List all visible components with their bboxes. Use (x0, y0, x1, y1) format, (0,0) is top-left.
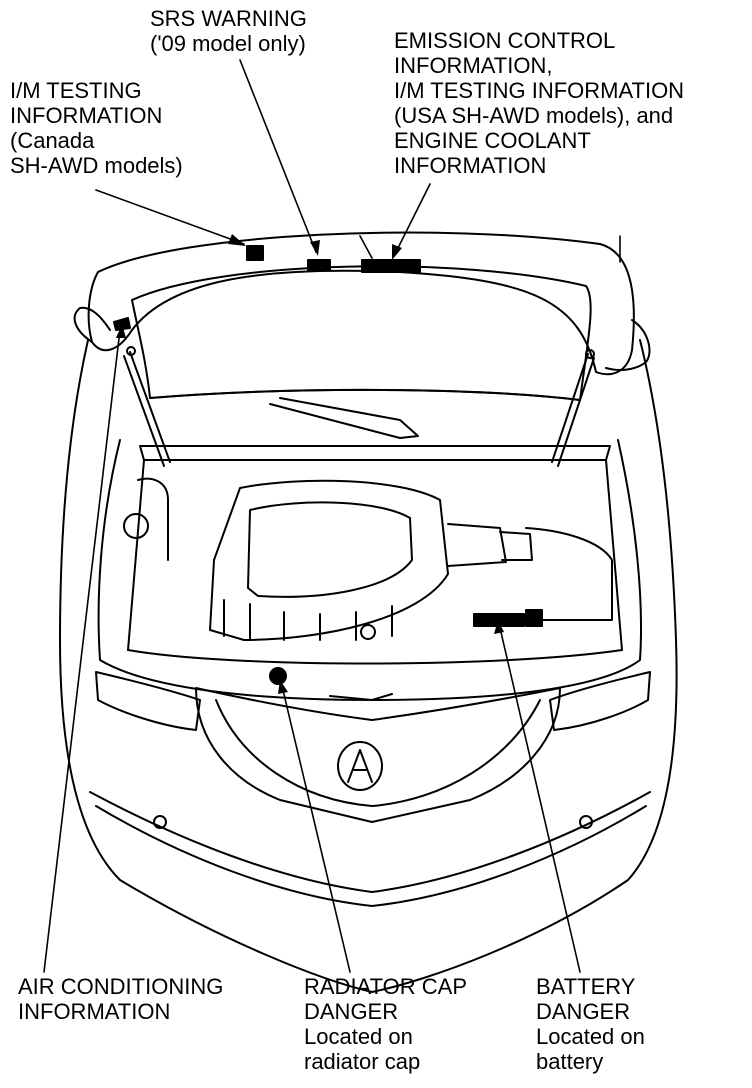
hood-outer (87, 231, 635, 376)
label-air-conditioning: AIR CONDITIONING INFORMATION (18, 974, 224, 1024)
label-radiator-cap: RADIATOR CAP DANGER Located on radiator … (304, 974, 467, 1074)
label-srs-warning: SRS WARNING ('09 model only) (150, 6, 307, 56)
im-testing-canada-sticker (246, 245, 264, 261)
grille (195, 687, 561, 823)
wiper (269, 397, 419, 439)
left-fender (73, 306, 111, 343)
right-headlight (549, 671, 651, 731)
srs-warning-sticker (307, 259, 331, 271)
front-bumper-lip (89, 791, 651, 893)
label-im-testing-canada: I/M TESTING INFORMATION (Canada SH-AWD m… (10, 78, 183, 178)
label-emission-control: EMISSION CONTROL INFORMATION, I/M TESTIN… (394, 28, 685, 178)
left-hood-strut (123, 351, 171, 467)
radiator-cap-mark (269, 667, 287, 685)
arrow-heads (116, 234, 504, 694)
right-hood-strut (551, 353, 595, 467)
acura-logo-emblem (337, 741, 383, 791)
left-headlight (95, 671, 201, 731)
engine-cover (209, 479, 449, 641)
body-outline (59, 339, 678, 993)
cowl (139, 445, 611, 461)
leader-lines (43, 59, 621, 973)
emission-control-sticker (361, 259, 421, 273)
label-battery: BATTERY DANGER Located on battery (536, 974, 645, 1074)
